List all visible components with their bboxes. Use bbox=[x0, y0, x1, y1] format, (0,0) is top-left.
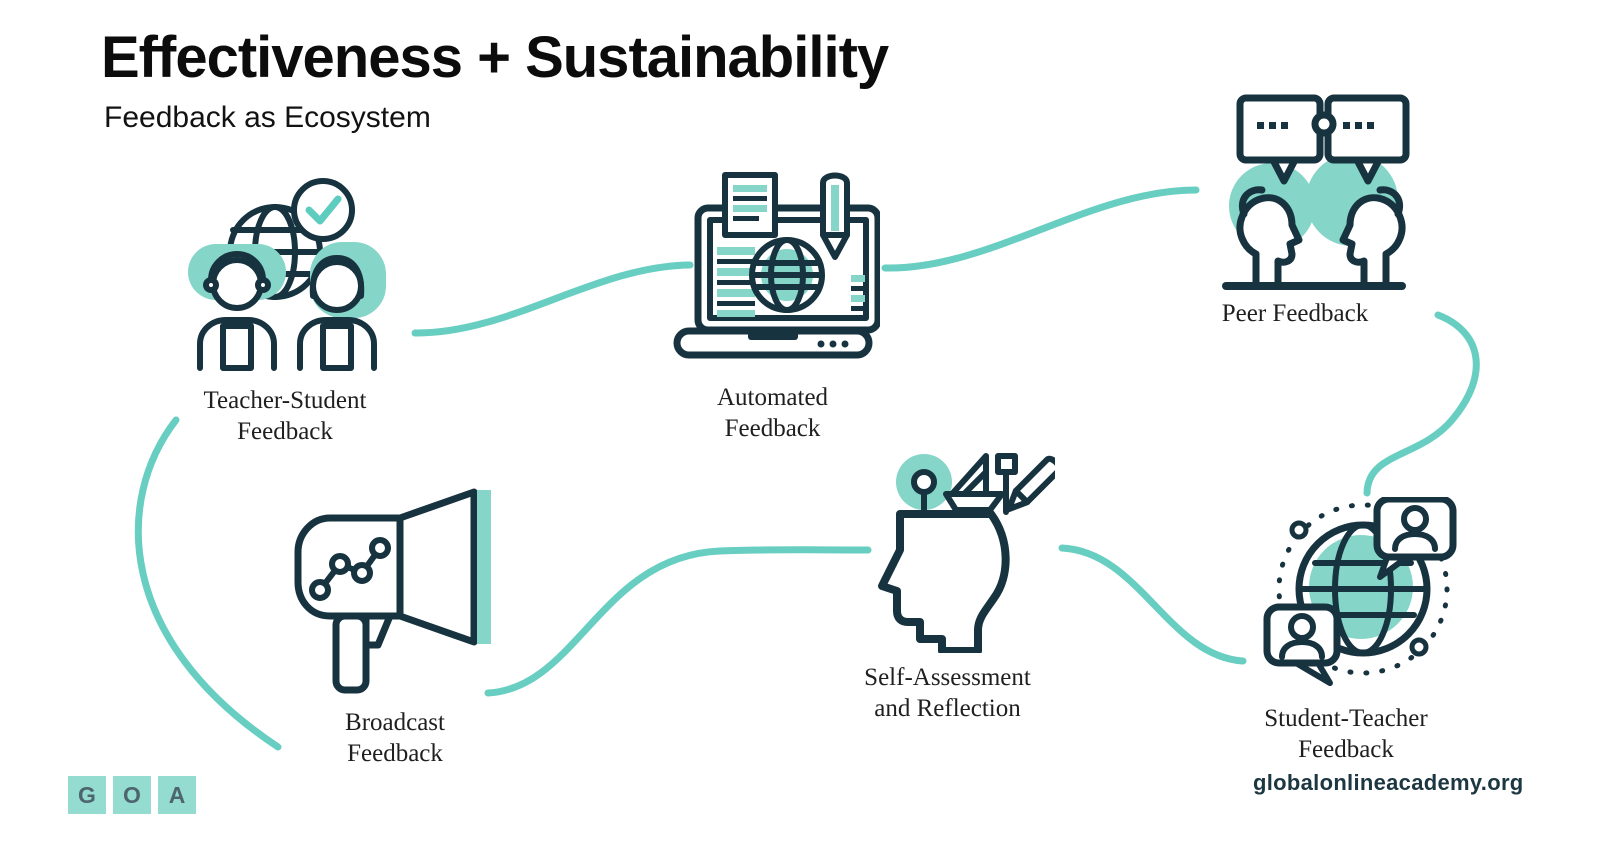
teal-bar bbox=[477, 490, 491, 644]
check-badge bbox=[291, 178, 355, 242]
website-url: globalonlineacademy.org bbox=[1253, 770, 1524, 795]
student-badge bbox=[1263, 603, 1341, 686]
peer-feedback-icon bbox=[1222, 94, 1410, 290]
label-line: Automated bbox=[716, 384, 829, 411]
goa-logo: G O A bbox=[68, 776, 196, 814]
node-label: Automated Feedback bbox=[665, 382, 880, 444]
orbit bbox=[1276, 502, 1450, 676]
megaphone-horn bbox=[396, 488, 478, 646]
automated-feedback-icon bbox=[673, 172, 880, 359]
teacher-student-feedback-icon bbox=[188, 178, 386, 371]
document bbox=[722, 172, 778, 238]
node-teacher-student-feedback: Teacher-Student Feedback bbox=[160, 168, 410, 447]
label-line: Broadcast bbox=[345, 709, 445, 736]
label-line: Student-Teacher bbox=[1264, 705, 1428, 732]
node-label: Self-Assessment and Reflection bbox=[840, 662, 1055, 724]
label-line: and Reflection bbox=[874, 695, 1021, 722]
label-line: Feedback bbox=[347, 740, 443, 767]
flag bbox=[995, 453, 1018, 515]
pencil bbox=[1005, 455, 1055, 513]
speech-bubbles bbox=[1236, 94, 1410, 185]
connector-selfassessment-to-student-teacher bbox=[1058, 544, 1247, 665]
goa-logo-letter: A bbox=[158, 776, 196, 814]
head-profile bbox=[878, 510, 1010, 653]
line-chart bbox=[309, 537, 391, 601]
page-subtitle: Feedback as Ecosystem bbox=[104, 101, 431, 134]
connector-teacher-to-broadcast bbox=[134, 416, 282, 751]
label-line: Self-Assessment bbox=[864, 664, 1031, 691]
teacher-figure bbox=[197, 251, 277, 371]
connector-peer-to-student-teacher bbox=[1363, 311, 1480, 497]
node-peer-feedback: Peer Feedback bbox=[1180, 88, 1410, 329]
node-label: Teacher-Student Feedback bbox=[160, 385, 410, 447]
screen-globe bbox=[749, 237, 825, 313]
teacher-badge bbox=[1373, 497, 1457, 580]
student-figure bbox=[297, 255, 377, 371]
laptop-base bbox=[673, 327, 873, 359]
left-profile bbox=[1236, 186, 1303, 290]
label-line: Feedback bbox=[1298, 736, 1394, 763]
connector-automated-to-peer bbox=[881, 186, 1200, 272]
goa-logo-letter: G bbox=[68, 776, 106, 814]
page-title: Effectiveness + Sustainability bbox=[101, 25, 889, 90]
label-line: Feedback bbox=[237, 418, 333, 445]
right-profile bbox=[1339, 186, 1406, 290]
label-line: Teacher-Student bbox=[203, 387, 367, 414]
node-label: Peer Feedback bbox=[1180, 298, 1410, 329]
label-line: Peer Feedback bbox=[1221, 300, 1369, 327]
node-label: Student-Teacher Feedback bbox=[1232, 703, 1460, 765]
connector-broadcast-to-selfassessment bbox=[484, 546, 872, 697]
goa-logo-letter: O bbox=[113, 776, 151, 814]
node-automated-feedback: Automated Feedback bbox=[665, 163, 880, 444]
student-teacher-feedback-icon bbox=[1263, 497, 1457, 686]
handle bbox=[332, 612, 394, 694]
node-self-assessment: Self-Assessment and Reflection bbox=[840, 448, 1055, 724]
node-student-teacher-feedback: Student-Teacher Feedback bbox=[1232, 497, 1460, 765]
paper-boat bbox=[943, 453, 1005, 513]
node-broadcast-feedback: Broadcast Feedback bbox=[290, 478, 500, 769]
node-label: Broadcast Feedback bbox=[290, 707, 500, 769]
label-line: Feedback bbox=[724, 415, 821, 442]
data-bars bbox=[717, 247, 865, 317]
self-assessment-icon bbox=[878, 453, 1055, 653]
broadcast-feedback-icon bbox=[294, 488, 491, 694]
connector-teacher-to-automated bbox=[411, 261, 694, 337]
pencil bbox=[820, 172, 850, 260]
